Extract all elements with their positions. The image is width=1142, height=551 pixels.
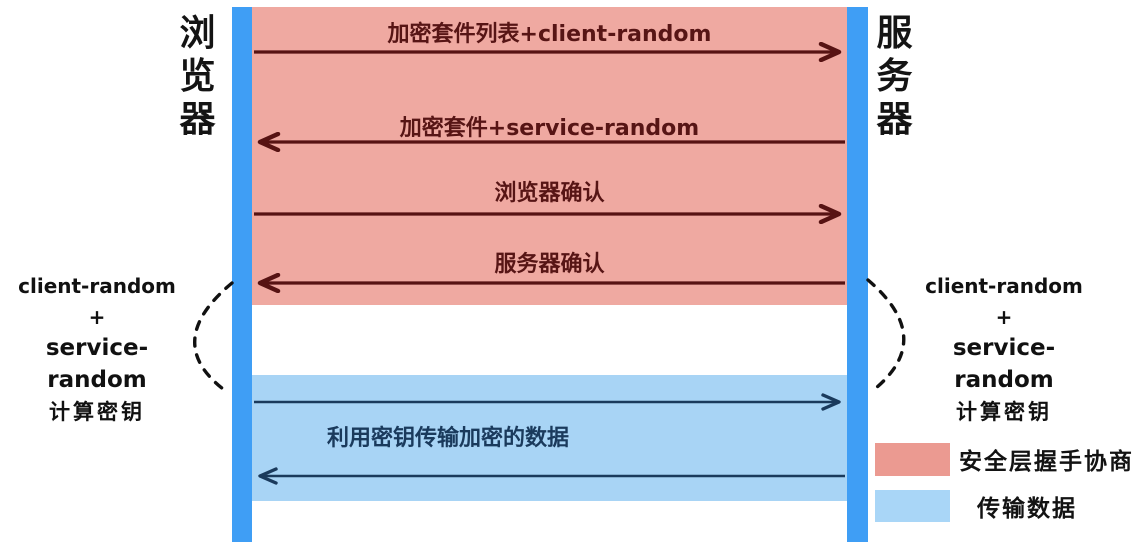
server-title-char: 务 — [876, 56, 914, 97]
key-note-client-random: client-random — [925, 274, 1083, 298]
browser-title-char: 览 — [179, 56, 217, 97]
key-brace-left — [193, 281, 234, 394]
arrow-left-server-confirm — [254, 273, 845, 293]
server-title-char: 服 — [876, 13, 914, 54]
key-note-service-random: service-random — [45, 335, 149, 393]
arrow-right-browser-confirm — [254, 204, 845, 224]
key-note-plus: + — [995, 305, 1013, 329]
key-note-compute-key: 计算密钥 — [49, 400, 145, 424]
browser-lifeline — [232, 7, 252, 542]
server-actor-title: 服 务 器 — [872, 12, 918, 141]
browser-actor-title: 浏 览 器 — [175, 12, 221, 141]
message-label-client-hello: 加密套件列表+client-random — [387, 22, 712, 47]
legend-swatch-transfer — [875, 490, 950, 522]
arrow-right-client-hello — [254, 42, 845, 62]
legend-label-transfer: 传输数据 — [977, 496, 1077, 522]
key-note-service-random: service-random — [952, 335, 1056, 393]
key-note-right: client-random + service-random 计算密钥 — [908, 271, 1100, 428]
legend-swatch-handshake — [875, 442, 950, 476]
handshake-phase-band: 加密套件列表+client-random 加密套件+service-random… — [252, 7, 847, 305]
key-brace-right — [866, 278, 906, 394]
key-note-compute-key: 计算密钥 — [956, 400, 1052, 424]
server-lifeline — [847, 7, 868, 542]
browser-title-char: 浏 — [179, 13, 217, 54]
transfer-data-label: 利用密钥传输加密的数据 — [326, 426, 569, 451]
arrow-left-server-hello — [254, 132, 845, 152]
legend-row-transfer: 传输数据 — [875, 489, 1077, 523]
legend-row-handshake: 安全层握手协商 — [875, 442, 1134, 476]
data-transfer-phase-band: 利用密钥传输加密的数据 — [252, 375, 847, 501]
message-label-browser-confirm: 浏览器确认 — [494, 181, 605, 206]
key-note-left: client-random + service-random 计算密钥 — [3, 271, 191, 428]
message-label-server-confirm: 服务器确认 — [494, 252, 605, 277]
arrow-left-encrypted-data — [254, 466, 845, 486]
key-note-plus: + — [88, 305, 106, 329]
server-title-char: 器 — [876, 99, 914, 140]
browser-title-char: 器 — [179, 99, 217, 140]
arrow-right-encrypted-data — [254, 392, 845, 412]
message-label-server-hello: 加密套件+service-random — [399, 116, 700, 141]
legend-label-handshake: 安全层握手协商 — [959, 449, 1134, 475]
key-note-client-random: client-random — [18, 274, 176, 298]
